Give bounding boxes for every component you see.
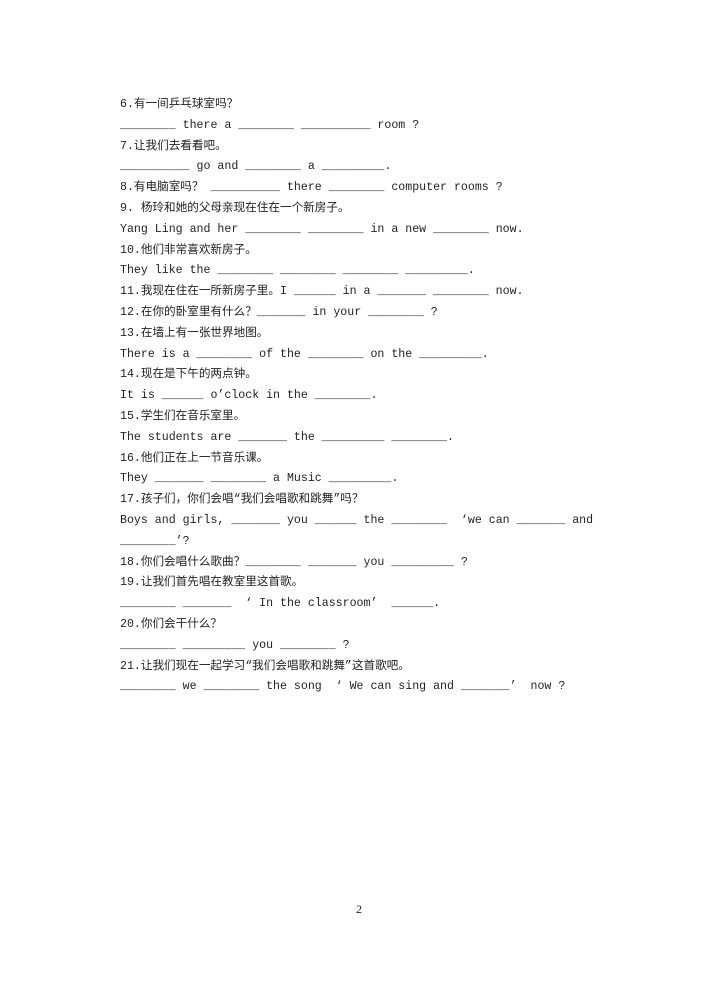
exercise-line: 20.你们会干什么？ xyxy=(120,617,223,631)
exercise-line: ________ _________ you ________ ? xyxy=(120,638,350,652)
exercise-line: 16.他们正在上一节音乐课。 xyxy=(120,451,269,465)
exercise-line: 6.有一间乒乓球室吗？ xyxy=(120,98,239,111)
exercise-line: ________’? xyxy=(120,534,190,548)
exercise-line: ________ there a ________ __________ roo… xyxy=(120,118,420,132)
exercise-line: 13.在墙上有一张世界地图。 xyxy=(120,326,269,340)
exercise-line: 21.让我们现在一起学习“我们会唱歌和跳舞”这首歌吧。 xyxy=(120,659,410,673)
exercise-line: The students are _______ the _________ _… xyxy=(120,430,454,444)
exercise-line: ________ we ________ the song ‘ We can s… xyxy=(120,680,566,694)
exercise-line: Yang Ling and her ________ ________ in a… xyxy=(120,222,524,236)
exercise-line: 18.你们会唱什么歌曲？________ _______ you _______… xyxy=(120,555,468,569)
exercise-line: 8.有电脑室吗？ __________ there ________ compu… xyxy=(120,181,503,195)
exercise-line: __________ go and ________ a _________. xyxy=(120,160,392,174)
exercise-line: They _______ ________ a Music _________. xyxy=(120,472,399,486)
exercise-line: 19.让我们首先唱在教室里这首歌。 xyxy=(120,576,304,590)
exercise-line: 14.现在是下午的两点钟。 xyxy=(120,368,257,382)
exercise-line: It is ______ o’clock in the ________. xyxy=(120,389,378,403)
exercise-line: Boys and girls, _______ you ______ the _… xyxy=(120,513,594,527)
exercise-line: ________ _______ ‘ In the classroom’ ___… xyxy=(120,597,441,611)
exercise-line: There is a ________ of the ________ on t… xyxy=(120,347,489,361)
exercise-line: 7.让我们去看看吧。 xyxy=(120,139,227,153)
exercise-line: 9. 杨玲和她的父母亲现在住在一个新房子。 xyxy=(120,201,350,215)
exercise-line: They like the ________ ________ ________… xyxy=(120,264,475,278)
exercise-line: 10.他们非常喜欢新房子。 xyxy=(120,243,257,257)
exercise-list: 6.有一间乒乓球室吗？ ________ there a ________ ___… xyxy=(120,95,600,698)
page-number: 2 xyxy=(356,902,362,916)
exercise-line: 17.孩子们，你们会唱“我们会唱歌和跳舞”吗？ xyxy=(120,493,364,507)
exercise-line: 12.在你的卧室里有什么？_______ in your ________ ? xyxy=(120,305,438,319)
exercise-line: 15.学生们在音乐室里。 xyxy=(120,409,246,423)
exercise-line: 11.我现在住在一所新房子里。I ______ in a _______ ___… xyxy=(120,285,524,299)
